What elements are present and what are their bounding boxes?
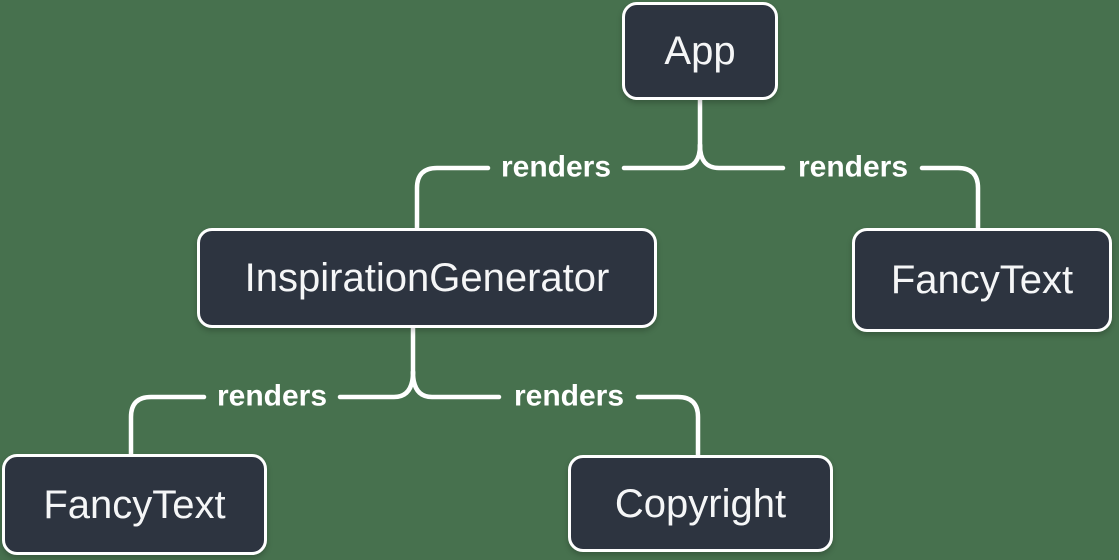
node-inspiration-generator-label: InspirationGenerator	[244, 256, 610, 300]
edge-inspirationgenerator-to-copyright-branch	[410, 369, 502, 400]
edge-app-to-fancytext-branch	[697, 142, 786, 171]
edge-label-inspirationgenerator-fancytext: renders	[217, 380, 327, 413]
node-app-label: App	[664, 29, 736, 73]
node-fancy-text-top: FancyText	[852, 228, 1112, 332]
edge-label-inspirationgenerator-copyright: renders	[514, 380, 624, 413]
edge-label-app-fancytext: renders	[798, 151, 908, 184]
node-app: App	[622, 2, 778, 100]
node-fancy-text-top-label: FancyText	[890, 258, 1074, 302]
edge-app-to-inspirationgenerator-drop	[414, 165, 491, 231]
node-fancy-text-bottom-label: FancyText	[43, 482, 226, 527]
node-copyright-label: Copyright	[614, 481, 787, 526]
edge-label-app-inspirationgenerator: renders	[501, 151, 611, 184]
node-fancy-text-bottom: FancyText	[2, 454, 267, 555]
edge-inspirationgenerator-to-copyright-drop	[635, 394, 701, 458]
edge-app-to-inspirationgenerator-branch	[621, 142, 703, 171]
node-inspiration-generator: InspirationGenerator	[197, 228, 657, 328]
node-copyright: Copyright	[568, 455, 833, 552]
edge-inspirationgenerator-to-fancytext-branch	[337, 369, 416, 400]
edge-inspirationgenerator-to-fancytext-drop	[128, 394, 207, 457]
edge-app-to-fancytext-drop	[919, 165, 981, 231]
